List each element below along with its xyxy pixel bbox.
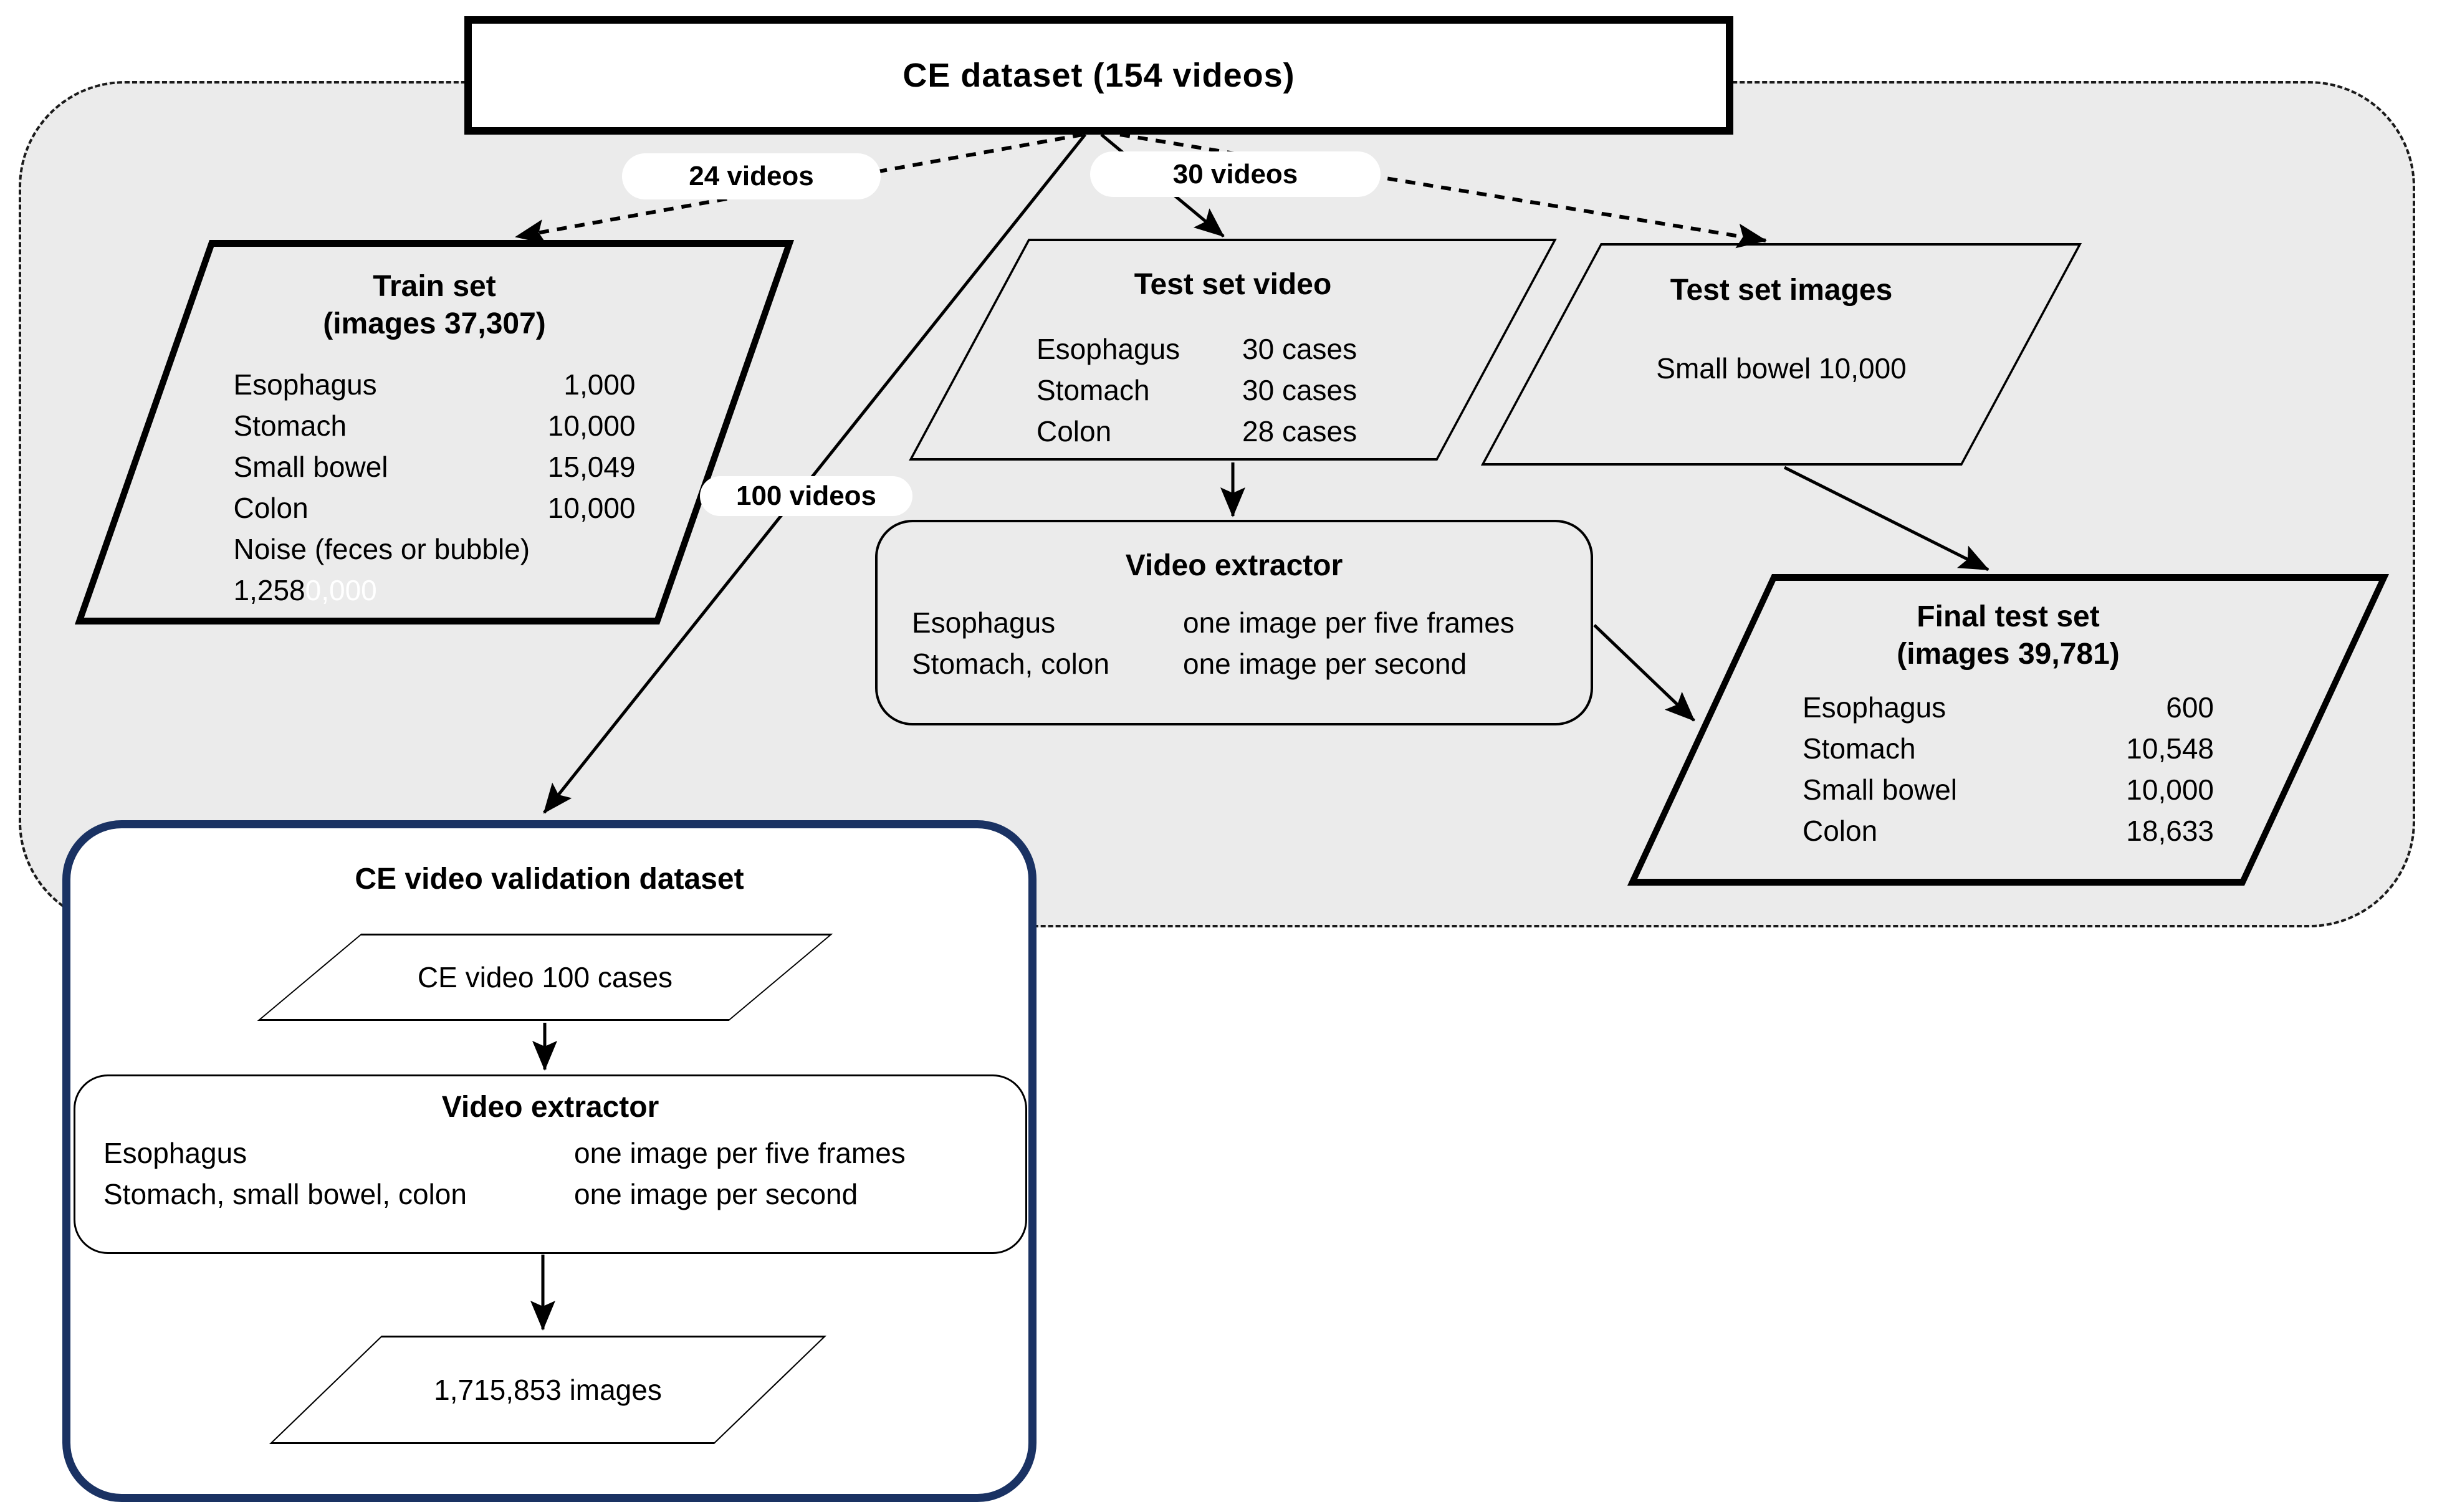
row-value: 30 cases: [1242, 374, 1357, 406]
row-label: Stomach: [1037, 374, 1150, 406]
train-set-subtitle: (images 37,307): [323, 307, 546, 340]
row-value: one image per second: [574, 1178, 858, 1210]
validation-dataset-box: CE video validation dataset: [62, 820, 1037, 1502]
row-label: Esophagus: [233, 368, 377, 401]
row-label: Stomach: [1803, 732, 1916, 765]
validation-input-shape: CE video 100 cases: [257, 934, 833, 1021]
row-label: Colon: [1037, 415, 1112, 447]
row-label: Esophagus: [912, 606, 1056, 639]
validation-output-text: 1,715,853 images: [434, 1374, 662, 1406]
row-label: Small bowel: [1803, 773, 1957, 806]
row-label: Stomach, small bowel, colon: [103, 1178, 467, 1210]
validation-input-text: CE video 100 cases: [417, 961, 673, 993]
train-set-noise-label: Noise (feces or bubble): [233, 533, 530, 565]
table-row: Esophagus 600: [1803, 687, 2214, 728]
row-label: Esophagus: [1803, 691, 1946, 724]
row-value: one image per second: [1183, 648, 1467, 680]
test-set-images-title: Test set images: [1670, 274, 1893, 307]
edge-label-100-videos: 100 videos: [700, 476, 912, 516]
table-row: Esophagus one image per five frames: [103, 1132, 997, 1174]
row-label: Esophagus: [1037, 333, 1180, 365]
table-row: Colon 10,000: [234, 487, 636, 529]
table-row: Stomach 30 cases: [1037, 370, 1429, 411]
hidden-white-text: 0,000: [305, 574, 377, 606]
ce-dataset-title: CE dataset (154 videos): [903, 57, 1295, 94]
test-set-video-title: Test set video: [1134, 268, 1332, 301]
table-row: Small bowel 15,049: [234, 446, 636, 487]
video-extractor-box: Video extractor Esophagus one image per f…: [875, 520, 1593, 725]
row-label: Stomach, colon: [912, 648, 1110, 680]
validation-output-shape: 1,715,853 images: [269, 1336, 827, 1444]
row-value: 10,000: [2126, 773, 2214, 806]
row-value: 1,000: [563, 368, 636, 401]
validation-extractor-title: Video extractor: [441, 1091, 659, 1124]
ce-dataset-box: CE dataset (154 videos): [464, 16, 1733, 135]
row-value: 18,633: [2126, 815, 2214, 847]
row-value: 600: [2166, 691, 2214, 724]
table-row: Stomach 10,548: [1803, 728, 2214, 769]
row-label: Colon: [1803, 815, 1878, 847]
row-value: 15,049: [547, 451, 636, 483]
validation-title: CE video validation dataset: [355, 863, 744, 896]
row-label: Colon: [233, 492, 309, 524]
table-row: Small bowel 10,000: [1803, 769, 2214, 810]
table-row: Esophagus 1,000: [234, 364, 636, 405]
table-row: Esophagus one image per five frames: [912, 602, 1556, 643]
table-row: Stomach, colon one image per second: [912, 643, 1556, 684]
row-value: 10,000: [547, 492, 636, 524]
final-test-set-shape: Final test set (images 39,781) Esophagus…: [1627, 574, 2390, 886]
row-label: Small bowel: [233, 451, 388, 483]
row-value: 10,000: [547, 409, 636, 442]
row-label: Stomach: [233, 409, 347, 442]
row-label: Esophagus: [103, 1137, 247, 1169]
train-set-noise-value: 1,2580,000: [233, 574, 377, 606]
edge-label-30-videos: 30 videos: [1090, 151, 1381, 197]
video-extractor-title: Video extractor: [1125, 549, 1343, 582]
train-set-shape: Train set (images 37,307) Esophagus 1,000…: [74, 240, 795, 624]
row-value: one image per five frames: [574, 1137, 906, 1169]
row-value: one image per five frames: [1183, 606, 1515, 639]
table-row: Esophagus 30 cases: [1037, 328, 1429, 370]
table-row: Stomach, small bowel, colon one image per…: [103, 1174, 997, 1215]
table-row: Colon 28 cases: [1037, 411, 1429, 452]
test-set-images-body: Small bowel 10,000: [1656, 352, 1907, 385]
row-value: 10,548: [2126, 732, 2214, 765]
row-value: 30 cases: [1242, 333, 1357, 365]
edge-label-24-videos: 24 videos: [622, 153, 881, 199]
final-test-set-title: Final test set: [1917, 600, 2100, 633]
final-test-set-subtitle: (images 39,781): [1897, 638, 2120, 671]
test-set-images-shape: Test set images Small bowel 10,000: [1480, 243, 2082, 466]
table-row: Colon 18,633: [1803, 810, 2214, 851]
row-value: 28 cases: [1242, 415, 1357, 447]
table-row: Stomach 10,000: [234, 405, 636, 446]
validation-extractor-box: Video extractor Esophagus one image per f…: [74, 1074, 1027, 1254]
train-set-title: Train set: [373, 270, 496, 303]
